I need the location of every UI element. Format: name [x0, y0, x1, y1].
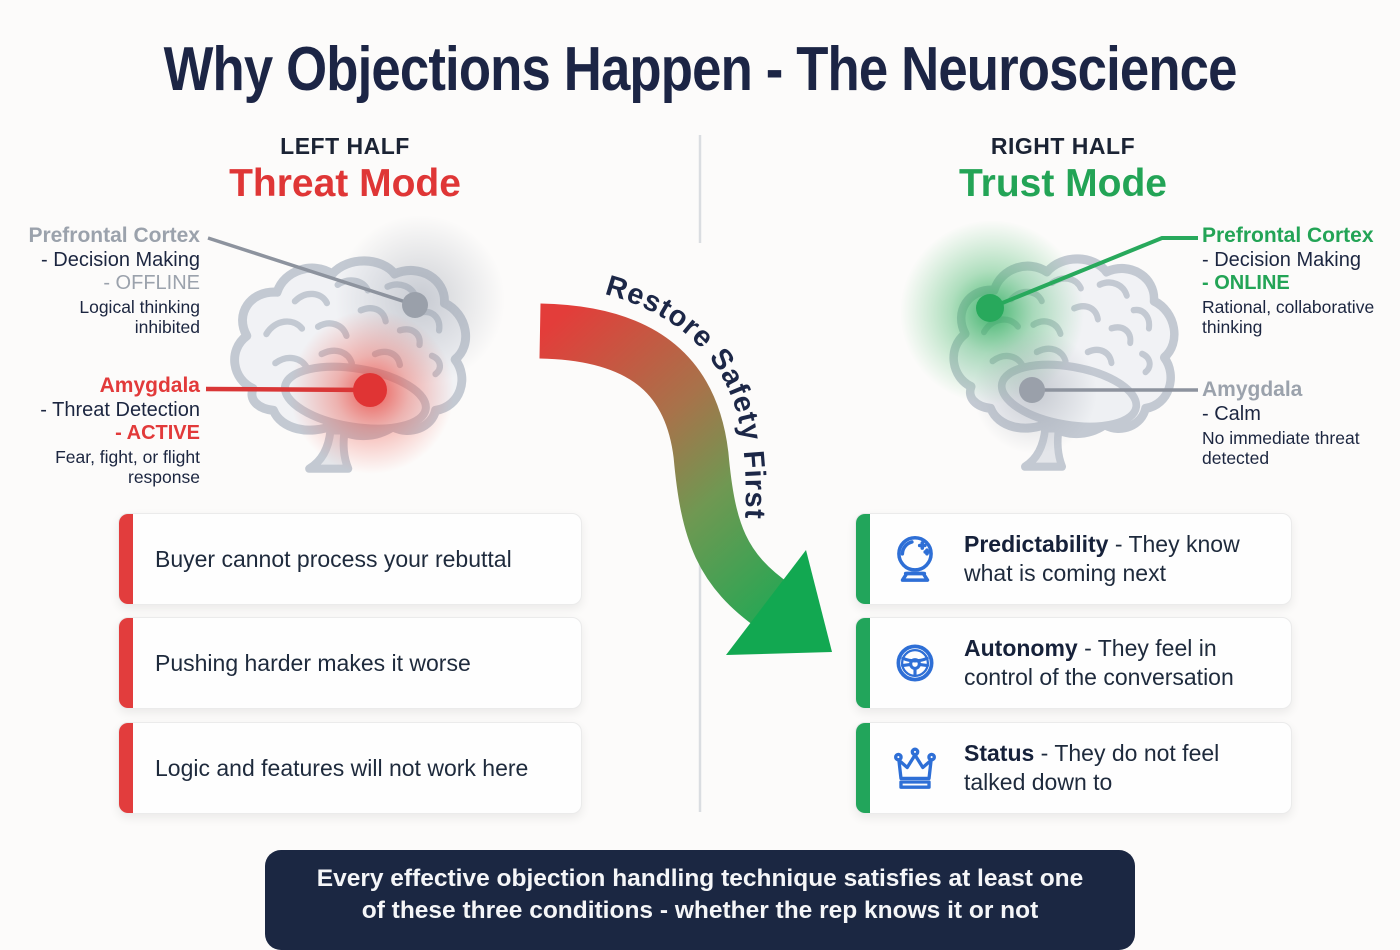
title-row: Why Objections Happen - The Neuroscience: [0, 34, 1400, 105]
red-accent-bar: [119, 618, 133, 708]
amygdala-status-calm: - Calm: [1202, 402, 1261, 425]
threat-note-box-2: Pushing harder makes it worse: [118, 617, 582, 709]
trust-box-autonomy: Autonomy - They feel in control of the c…: [855, 617, 1292, 709]
green-accent-bar: [856, 723, 870, 813]
trust-box-text: Predictability - They know what is comin…: [964, 530, 1276, 589]
green-accent-bar: [856, 514, 870, 604]
trust-box-status: Status - They do not feel talked down to: [855, 722, 1292, 814]
prefrontal-function: - Decision Making: [41, 248, 200, 271]
threat-note-box-1: Buyer cannot process your rebuttal: [118, 513, 582, 605]
amygdala-description: Fear, fight, or flight response: [55, 447, 200, 488]
prefrontal-description: Rational, collaborative thinking: [1202, 297, 1375, 338]
prefrontal-status-offline: - OFFLINE: [103, 271, 200, 294]
threat-mode-label: Threat Mode: [229, 162, 461, 205]
trust-term: Status: [964, 739, 1035, 766]
amygdala-status-active: - ACTIVE: [115, 421, 200, 444]
steering-wheel-icon: [896, 644, 934, 682]
left-half-label: LEFT HALF: [280, 133, 410, 159]
bottom-takeaway-banner: Every effective objection handling techn…: [265, 850, 1135, 950]
banner-text: Every effective objection handling techn…: [316, 865, 1084, 924]
right-amygdala-label: Amygdala - Calm No immediate threat dete…: [1202, 378, 1372, 468]
amygdala-function: - Threat Detection: [40, 398, 200, 421]
prefrontal-function: - Decision Making: [1202, 248, 1361, 271]
prefrontal-description: Logical thinking inhibited: [79, 297, 200, 338]
trust-term: Autonomy: [964, 634, 1078, 661]
note-text: Buyer cannot process your rebuttal: [155, 545, 512, 572]
left-amygdala-leader-line: [205, 373, 387, 407]
amygdala-name: Amygdala: [99, 374, 200, 397]
left-prefrontal-leader-line: [207, 236, 428, 318]
restore-safety-arrow: [539, 303, 832, 655]
trust-rest: - They do not feel talked down to: [964, 739, 1220, 795]
crystal-ball-icon: [897, 535, 933, 582]
trust-rest: - They feel in control of the conversati…: [964, 634, 1234, 690]
right-amygdala-leader-line: [1019, 377, 1198, 403]
trust-box-text: Autonomy - They feel in control of the c…: [964, 634, 1276, 693]
note-text: Logic and features will not work here: [155, 754, 529, 781]
crown-icon: [894, 747, 936, 789]
trust-term: Predictability: [964, 530, 1109, 557]
red-accent-bar: [119, 514, 133, 604]
prefrontal-cortex-name: Prefrontal Cortex: [1202, 224, 1374, 247]
note-text: Pushing harder makes it worse: [155, 649, 471, 676]
right-column-header: RIGHT HALF Trust Mode: [893, 133, 1233, 206]
left-column-header: LEFT HALF Threat Mode: [175, 133, 515, 206]
red-accent-bar: [119, 723, 133, 813]
amygdala-description: No immediate threat detected: [1202, 427, 1360, 469]
left-prefrontal-label: Prefrontal Cortex - Decision Making - OF…: [28, 224, 200, 338]
left-amygdala-label: Amygdala - Threat Detection - ACTIVE Fea…: [28, 374, 200, 488]
page-title: Why Objections Happen - The Neuroscience: [163, 35, 1238, 104]
threat-note-box-3: Logic and features will not work here: [118, 722, 582, 814]
prefrontal-status-online: - ONLINE: [1202, 271, 1290, 294]
trust-rest: - They know what is coming next: [964, 530, 1240, 586]
trust-box-predictability: Predictability - They know what is comin…: [855, 513, 1292, 605]
amygdala-name: Amygdala: [1202, 378, 1303, 401]
trust-box-text: Status - They do not feel talked down to: [964, 739, 1276, 798]
right-prefrontal-label: Prefrontal Cortex - Decision Making - ON…: [1202, 224, 1380, 338]
prefrontal-cortex-name: Prefrontal Cortex: [28, 224, 200, 247]
trust-mode-label: Trust Mode: [958, 162, 1167, 205]
green-accent-bar: [856, 618, 870, 708]
right-half-label: RIGHT HALF: [990, 133, 1136, 159]
right-prefrontal-leader-line: [976, 236, 1198, 322]
